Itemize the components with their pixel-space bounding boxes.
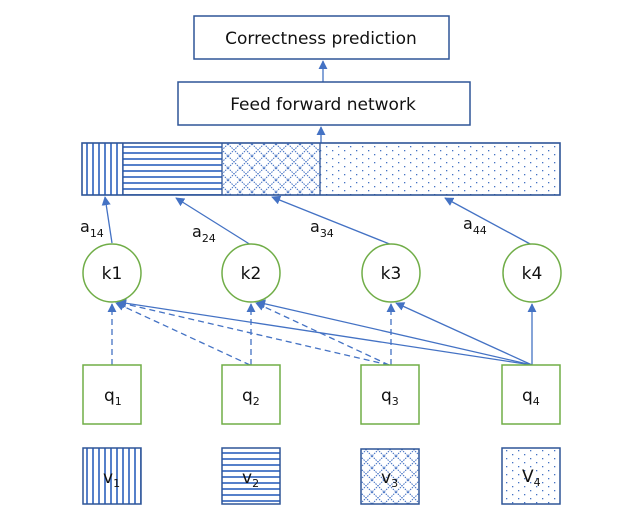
attention-weight-a34: a34 bbox=[310, 217, 334, 240]
svg-text:q3: q3 bbox=[381, 386, 399, 408]
svg-text:V4: V4 bbox=[522, 467, 541, 489]
svg-text:v1: v1 bbox=[103, 468, 120, 490]
svg-text:q2: q2 bbox=[242, 386, 260, 408]
value-node-v1: v1 bbox=[82, 447, 142, 505]
edge-q4-k3 bbox=[395, 302, 533, 366]
attention-weight-a24: a24 bbox=[192, 222, 216, 245]
feed-forward-network-label: Feed forward network bbox=[230, 95, 416, 115]
query-node-q1: q1 bbox=[82, 364, 142, 425]
svg-text:v2: v2 bbox=[242, 468, 259, 490]
k2-to-bar-arrow bbox=[175, 197, 252, 246]
query-key-edges bbox=[107, 298, 537, 366]
correctness-prediction-label: Correctness prediction bbox=[225, 29, 417, 49]
value-node-v4: V4 bbox=[501, 447, 561, 505]
query-node-q3: q3 bbox=[360, 364, 420, 425]
k3-to-bar-arrow bbox=[271, 195, 393, 246]
attention-weight-a44: a44 bbox=[463, 214, 487, 237]
feed-forward-network-box: Feed forward network bbox=[177, 81, 471, 126]
svg-text:k4: k4 bbox=[522, 264, 543, 284]
k4-to-bar-arrow bbox=[444, 197, 533, 246]
bar-segment-v4 bbox=[320, 143, 560, 195]
bar-segment-v3 bbox=[222, 143, 320, 195]
query-node-q4: q4 bbox=[501, 364, 561, 425]
svg-text:v3: v3 bbox=[381, 468, 398, 490]
bar-segment-v2 bbox=[123, 143, 222, 195]
edge-q3-k2 bbox=[255, 302, 390, 366]
svg-text:k2: k2 bbox=[241, 264, 262, 284]
value-node-v3: v3 bbox=[360, 448, 420, 505]
correctness-prediction-box: Correctness prediction bbox=[193, 15, 450, 60]
svg-text:q1: q1 bbox=[104, 386, 122, 408]
svg-text:k3: k3 bbox=[381, 264, 402, 284]
bar-segment-v1 bbox=[82, 143, 123, 195]
edge-q3-k1 bbox=[116, 299, 390, 366]
key-node-k1: k1 bbox=[82, 243, 142, 303]
query-node-q2: q2 bbox=[221, 364, 281, 425]
edge-q4-k2 bbox=[256, 299, 533, 366]
weighted-sum-bar bbox=[81, 142, 561, 196]
attention-weight-a14: a14 bbox=[80, 217, 104, 240]
svg-text:k1: k1 bbox=[102, 264, 123, 284]
edge-q4-k1 bbox=[117, 298, 533, 366]
svg-text:q4: q4 bbox=[522, 386, 540, 408]
key-node-k4: k4 bbox=[502, 243, 562, 303]
value-node-v2: v2 bbox=[221, 447, 281, 505]
edge-q2-k1 bbox=[115, 302, 251, 366]
k1-to-bar-arrow bbox=[101, 196, 113, 244]
key-node-k3: k3 bbox=[361, 243, 421, 303]
key-node-k2: k2 bbox=[221, 243, 281, 303]
